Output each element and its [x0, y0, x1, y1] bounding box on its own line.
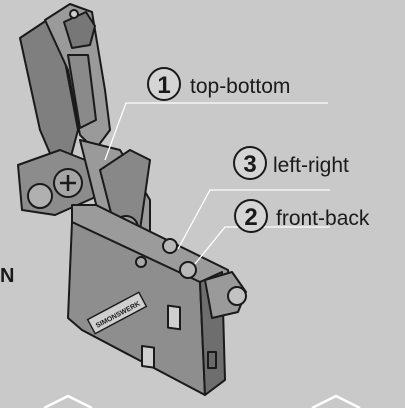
- leader-lines: [104, 102, 330, 265]
- callout-3: 3 left-right: [233, 146, 349, 180]
- leader-line-2: [194, 226, 330, 265]
- callout-1: 1 top-bottom: [147, 67, 290, 101]
- callout-2-number: 2: [244, 204, 257, 231]
- callout-2-circle: [234, 199, 268, 233]
- side-letter: N: [0, 265, 14, 287]
- callout-2-label: front-back: [276, 207, 370, 230]
- callout-1-circle: [147, 67, 181, 101]
- leader-line-3: [177, 189, 330, 250]
- hinge-upper-arm: [19, 3, 111, 166]
- callout-1-number: 1: [157, 72, 170, 99]
- arrow-left-icon: [43, 394, 93, 408]
- callout-3-number: 3: [243, 151, 256, 178]
- bottom-arrows: [43, 394, 361, 408]
- screw-cross-icon: [60, 175, 76, 191]
- callout-3-label: left-right: [273, 154, 349, 177]
- callout-2: 2 front-back: [234, 199, 370, 233]
- leader-line-1: [104, 102, 328, 161]
- arrow-right-icon: [311, 394, 361, 408]
- callout-1-label: top-bottom: [190, 75, 290, 98]
- callout-3-circle: [233, 146, 267, 180]
